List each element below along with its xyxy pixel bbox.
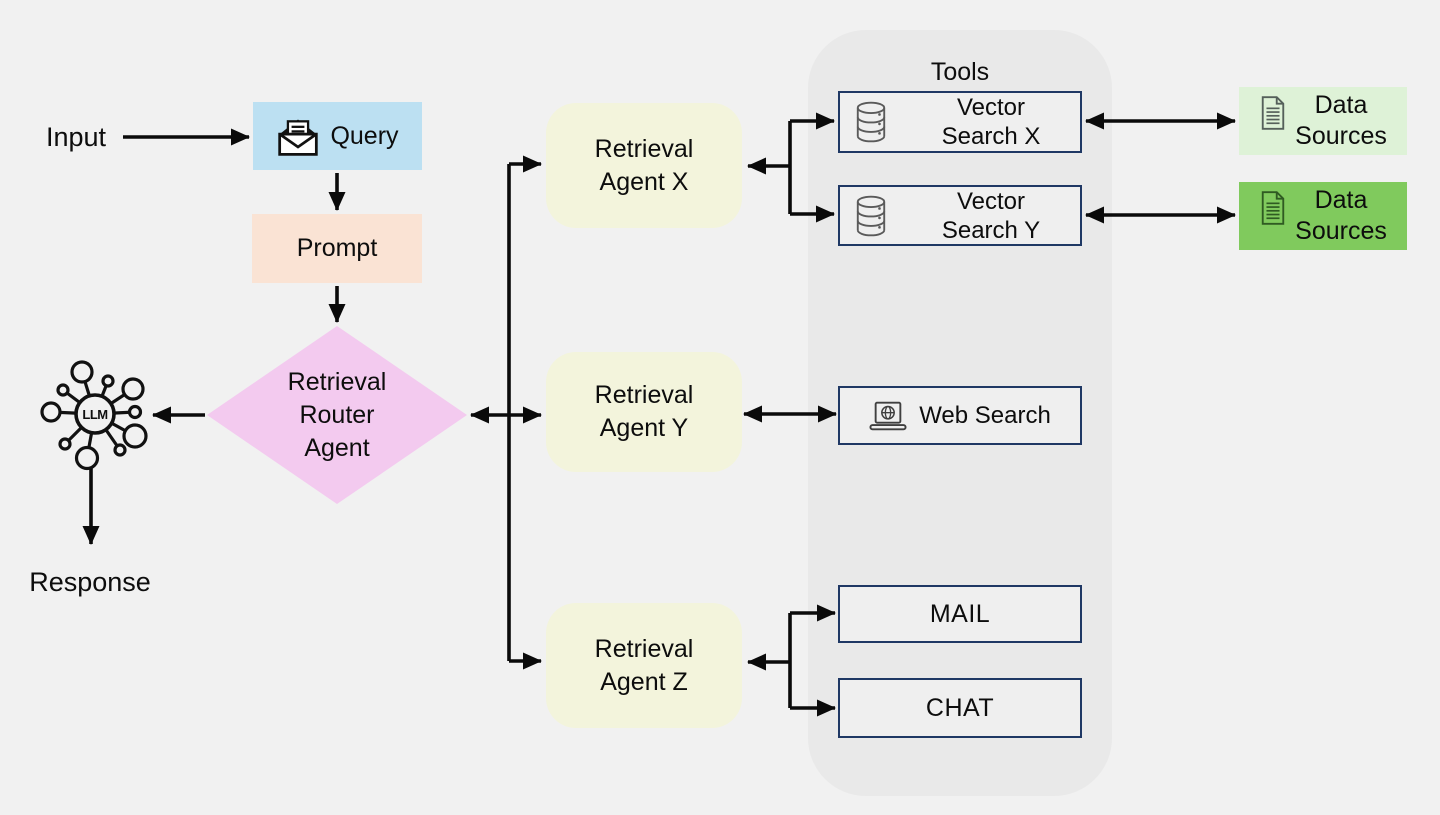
llm-network-hub-icon: LLM: [36, 354, 154, 474]
retrieval-router-agent-diamond: Retrieval Router Agent: [207, 326, 467, 504]
query-label: Query: [330, 121, 399, 150]
query-box: Query: [253, 102, 422, 170]
input-label: Input: [45, 121, 107, 152]
data-sources-dark-box: Data Sources: [1239, 182, 1407, 250]
prompt-label: Prompt: [296, 234, 378, 262]
data-sources-light-box: Data Sources: [1239, 87, 1407, 155]
data-sources-1-line-2: Sources: [1295, 122, 1387, 150]
database-icon: [856, 195, 886, 236]
retrieval-agent-x-box: Retrieval Agent X: [546, 103, 742, 228]
vector-search-y-line-2: Search Y: [941, 216, 1041, 244]
data-sources-1-line-1: Data: [1314, 91, 1368, 119]
agent-z-line-1: Retrieval: [594, 634, 694, 663]
mail-box: MAIL: [838, 585, 1082, 643]
agent-x-line-2: Agent X: [599, 167, 689, 196]
chat-label: CHAT: [925, 693, 995, 722]
vector-search-x-box: Vector Search X: [838, 91, 1082, 153]
data-sources-2-line-1: Data: [1314, 186, 1368, 214]
agent-y-line-1: Retrieval: [594, 381, 694, 409]
agent-z-line-2: Agent Z: [600, 667, 688, 696]
router-line-2: Router: [299, 400, 375, 429]
agent-x-line-1: Retrieval: [594, 134, 694, 163]
router-line-1: Retrieval: [287, 367, 387, 396]
mail-label: MAIL: [929, 599, 991, 628]
retrieval-agent-z-box: Retrieval Agent Z: [546, 603, 742, 728]
vector-search-x-line-2: Search X: [941, 123, 1041, 150]
tools-panel-title: Tools: [930, 57, 990, 86]
database-icon: [856, 101, 886, 143]
vector-search-y-box: Vector Search Y: [838, 185, 1082, 246]
prompt-box: Prompt: [252, 214, 422, 283]
router-line-3: Agent: [304, 433, 370, 462]
llm-label: LLM: [82, 407, 107, 422]
agent-y-line-2: Agent Y: [599, 414, 689, 442]
response-label: Response: [29, 566, 151, 597]
document-icon: [1261, 191, 1285, 225]
retrieval-agent-y-box: Retrieval Agent Y: [546, 352, 742, 472]
chat-box: CHAT: [838, 678, 1082, 738]
laptop-globe-icon: [869, 401, 907, 430]
data-sources-2-line-2: Sources: [1295, 217, 1387, 245]
document-icon: [1261, 96, 1285, 130]
web-search-label: Web Search: [919, 401, 1051, 429]
open-envelope-icon: [278, 119, 319, 156]
web-search-box: Web Search: [838, 386, 1082, 445]
vector-search-x-line-1: Vector: [956, 94, 1026, 121]
vector-search-y-line-1: Vector: [956, 187, 1026, 215]
